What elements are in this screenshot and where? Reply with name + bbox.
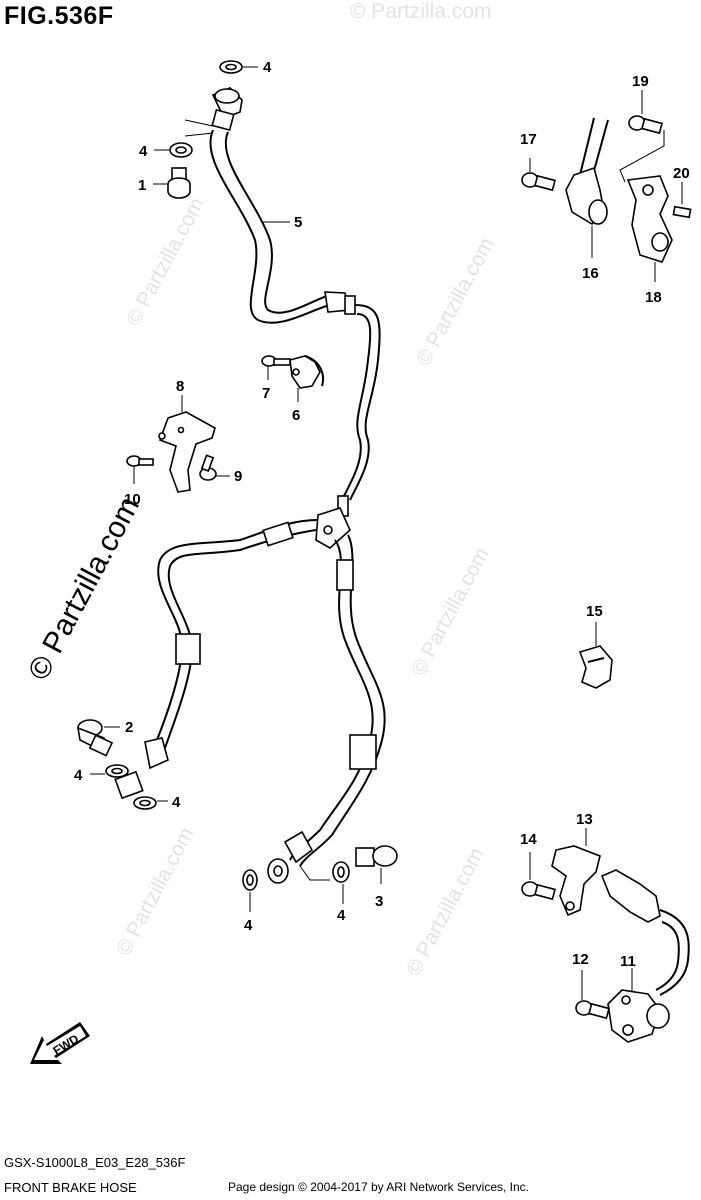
bolt-14[interactable]: [521, 881, 556, 901]
callout-7: 7: [262, 385, 270, 402]
callout-11: 11: [620, 953, 636, 970]
callout-10: 10: [124, 491, 141, 508]
callout-4: 4: [172, 794, 181, 811]
banjo-fitting-top[interactable]: [211, 87, 243, 132]
sensor-16[interactable]: [565, 117, 609, 226]
washer-4-upper[interactable]: [169, 142, 193, 158]
callout-8: 8: [176, 378, 184, 395]
callout-4: 4: [139, 143, 148, 160]
callout-13: 13: [576, 811, 593, 828]
callout-12: 12: [572, 951, 589, 968]
callout-4: 4: [263, 59, 272, 76]
forward-arrow-icon: FWD: [30, 1022, 90, 1064]
callout-1: 1: [138, 177, 146, 194]
brake-hose-lower-left[interactable]: [114, 519, 319, 800]
bolt-19[interactable]: [628, 115, 663, 135]
pin-20[interactable]: [672, 205, 692, 219]
callout-4: 4: [74, 767, 83, 784]
hose-junction[interactable]: [315, 495, 351, 549]
bolt-10[interactable]: [126, 455, 154, 467]
clamp-15[interactable]: [578, 645, 613, 689]
callout-3: 3: [375, 893, 383, 910]
washer-4-lower-mid-a[interactable]: [242, 869, 258, 891]
bolt-9[interactable]: [199, 454, 217, 481]
banjo-fitting-lower[interactable]: [267, 858, 289, 884]
callout-4: 4: [244, 917, 253, 934]
callout-15: 15: [586, 603, 603, 620]
brake-hose-5[interactable]: [209, 129, 381, 501]
callout-14: 14: [520, 831, 537, 848]
brake-hose-lower-right[interactable]: [283, 534, 386, 867]
callout-16: 16: [582, 265, 599, 282]
washer-4-lower-left-a[interactable]: [105, 764, 129, 778]
bracket-18[interactable]: [626, 175, 673, 263]
bolt-17[interactable]: [521, 172, 556, 192]
callout-20: 20: [673, 165, 690, 182]
wheel-sensor-11-cable[interactable]: [600, 869, 690, 996]
wheel-sensor-11[interactable]: [607, 989, 670, 1043]
callout-9: 9: [234, 468, 242, 485]
union-bolt-1[interactable]: [167, 167, 191, 199]
clamp-6[interactable]: [289, 355, 324, 389]
bolt-7[interactable]: [261, 355, 291, 367]
callout-19: 19: [632, 73, 649, 90]
watermark: © Partzilla.com: [350, 0, 492, 23]
clamp-13[interactable]: [551, 845, 601, 917]
figure-name: FRONT BRAKE HOSE: [4, 1180, 137, 1195]
model-code: GSX-S1000L8_E03_E28_536F: [4, 1155, 186, 1170]
callout-18: 18: [645, 289, 662, 306]
washer-4-lower-left-b[interactable]: [133, 796, 157, 810]
callout-5: 5: [294, 214, 302, 231]
callout-6: 6: [292, 407, 300, 424]
callout-17: 17: [520, 131, 537, 148]
callout-4: 4: [337, 907, 346, 924]
union-bolt-3[interactable]: [355, 845, 398, 867]
bolt-12[interactable]: [575, 1000, 610, 1020]
bracket-8[interactable]: [158, 411, 216, 493]
callout-2: 2: [125, 719, 133, 736]
washer-4-top[interactable]: [219, 60, 243, 74]
union-bolt-2[interactable]: [76, 719, 114, 757]
figure-title: FIG.536F: [4, 2, 114, 30]
copyright-notice: Page design © 2004-2017 by ARI Network S…: [228, 1180, 530, 1194]
washer-4-lower-mid-b[interactable]: [332, 861, 350, 883]
